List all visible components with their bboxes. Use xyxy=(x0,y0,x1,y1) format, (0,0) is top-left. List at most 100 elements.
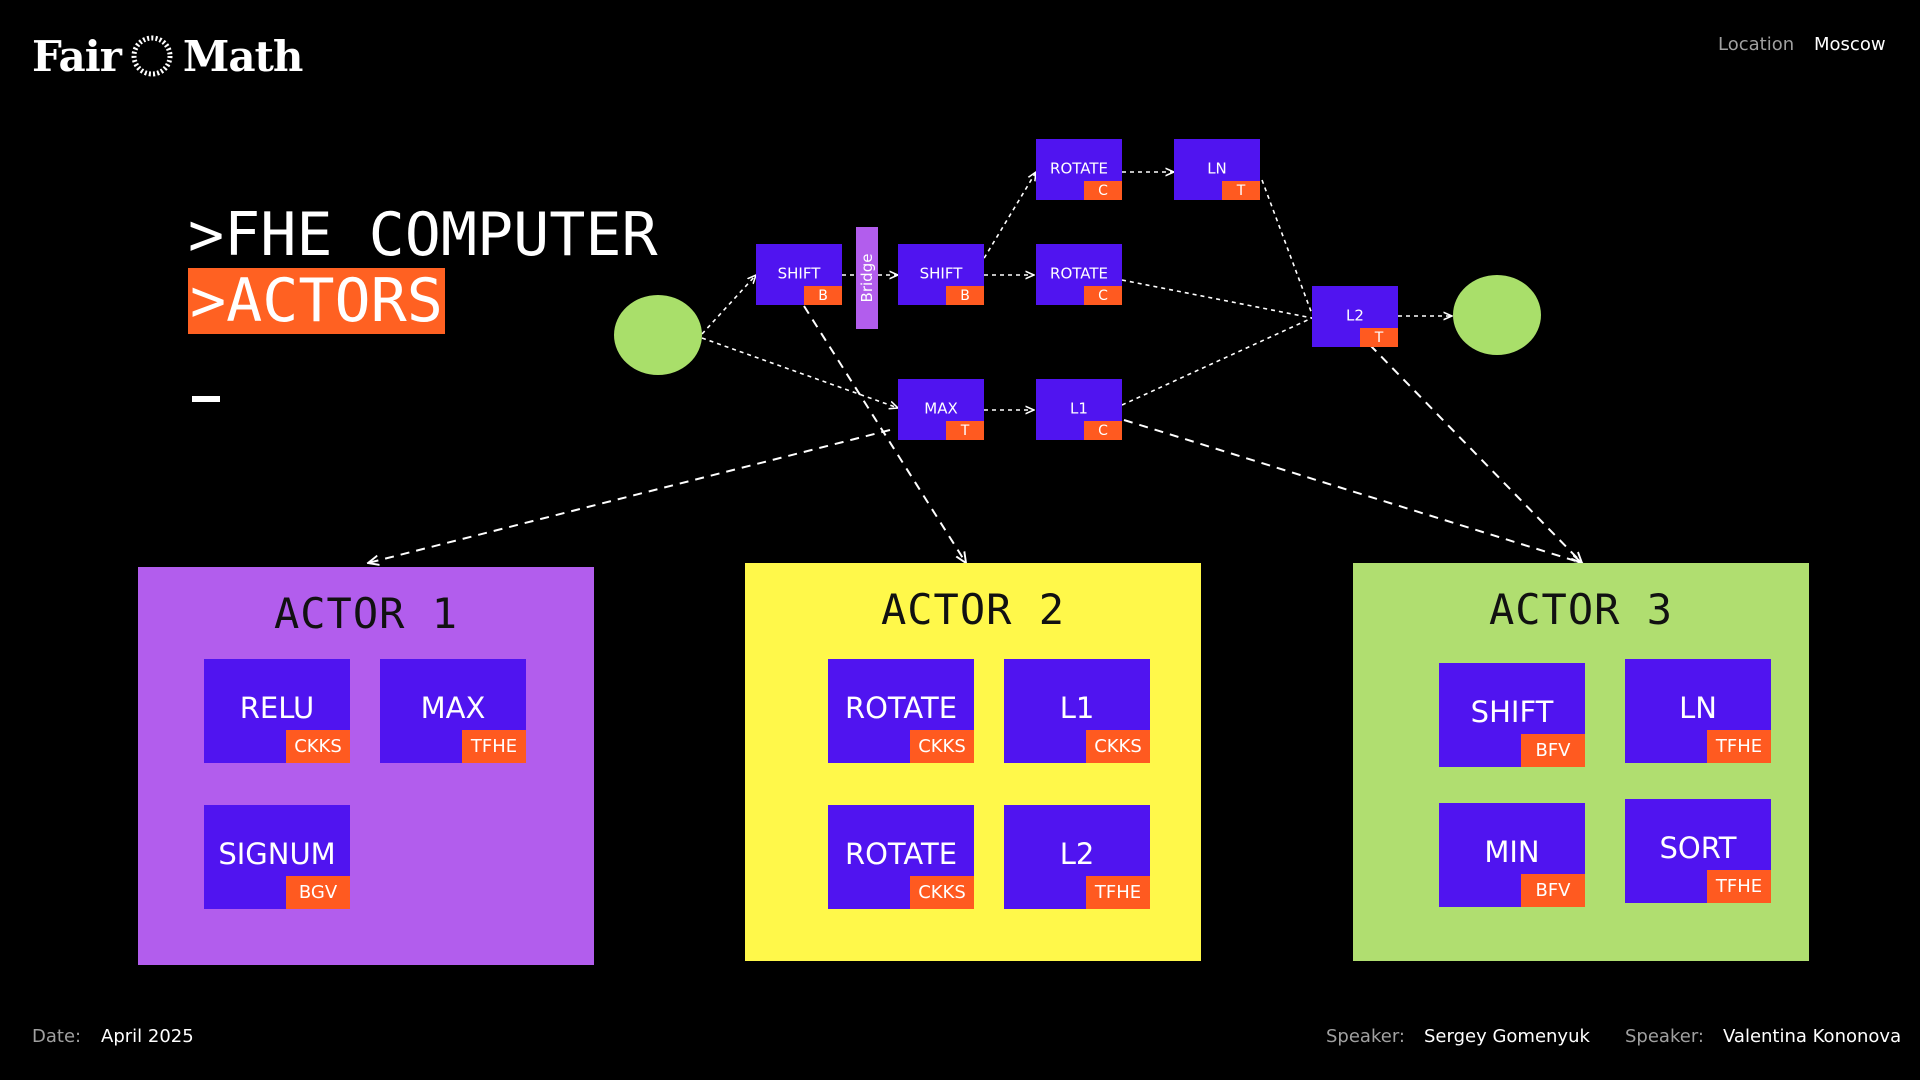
edge-to-actor1 xyxy=(368,429,891,563)
op-scheme-tag: TFHE xyxy=(1707,730,1771,763)
node-tag: C xyxy=(1098,288,1108,304)
op-scheme-tag: BFV xyxy=(1521,874,1585,907)
node-tag: T xyxy=(1236,183,1246,199)
edge-ln-l2 xyxy=(1261,179,1313,315)
n-shift1: SHIFT B xyxy=(756,244,842,305)
actor-1-title: ACTOR 1 xyxy=(273,589,458,638)
actor-1-op-relu: RELU CKKS xyxy=(204,659,350,763)
n-l1: L1C xyxy=(1036,379,1122,440)
node-label: LN xyxy=(1207,160,1227,178)
node-label: MAX xyxy=(924,400,957,418)
op-scheme-tag: BGV xyxy=(286,876,350,909)
actor-2-op-rotate-2: ROTATE CKKS xyxy=(828,805,974,909)
edge-l2-to-actor3 xyxy=(1369,344,1582,563)
actor-3-title: ACTOR 3 xyxy=(1488,585,1673,634)
op-scheme-tag: TFHE xyxy=(1707,870,1771,903)
actor-2-title: ACTOR 2 xyxy=(880,585,1065,634)
node-tag: T xyxy=(1374,330,1384,346)
location-label: Location xyxy=(1718,34,1795,55)
op-label: SORT xyxy=(1659,831,1737,865)
actor-3-op-shift: SHIFT BFV xyxy=(1439,663,1585,767)
node-tag-bg xyxy=(946,421,984,440)
actor-2-panel: ACTOR 2 ROTATE CKKS L1 CKKS ROTATE CKKS … xyxy=(745,563,1201,961)
node-label: L2 xyxy=(1346,307,1364,325)
edge-to-actor2 xyxy=(803,305,966,563)
n-ln: LN T xyxy=(1174,139,1260,200)
actor-1-panel: ACTOR 1 RELU CKKS MAX TFHE SIGNUM BGV xyxy=(138,567,594,965)
node-label: SHIFT xyxy=(778,265,822,283)
n-shift2: SHIFT B xyxy=(898,244,984,305)
speaker-1-label: Speaker: xyxy=(1326,1026,1405,1047)
node-tag: T xyxy=(960,423,970,439)
bridge-label: Bridge xyxy=(858,254,876,303)
op-label: L1 xyxy=(1059,691,1095,725)
op-scheme-tag: TFHE xyxy=(1086,876,1150,909)
slide-title-line1: >FHE COMPUTER xyxy=(188,200,658,270)
edge-input-max xyxy=(701,337,898,408)
logo-word-math: Math xyxy=(182,31,304,81)
node-label: ROTATE xyxy=(1050,265,1108,283)
actor-3-op-sort: SORT TFHE xyxy=(1625,799,1771,903)
bridge-block: Bridge xyxy=(856,227,878,329)
node-tag-bg xyxy=(946,286,984,305)
actor-1-op-signum: SIGNUM BGV xyxy=(204,805,350,909)
actor-3-op-ln: LN TFHE xyxy=(1625,659,1771,763)
op-label: ROTATE xyxy=(844,837,958,871)
speaker-1-name: Sergey Gomenyuk xyxy=(1424,1026,1590,1047)
edge-rotate-l2 xyxy=(1121,279,1313,319)
actor-3-panel: ACTOR 3 SHIFT BFV LN TFHE MIN BFV SORT T… xyxy=(1353,563,1809,961)
node-tag-bg xyxy=(1084,181,1122,200)
fairmath-logo: Fair Math xyxy=(32,28,304,84)
speaker-2-name: Valentina Kononova xyxy=(1723,1026,1902,1047)
node-label: ROTATE xyxy=(1050,160,1108,178)
edge-l1-l2 xyxy=(1121,317,1313,406)
node-tag: B xyxy=(960,288,970,304)
op-label: LN xyxy=(1679,691,1717,725)
op-scheme-tag: BFV xyxy=(1521,734,1585,767)
node-label: SHIFT xyxy=(920,265,964,283)
op-label: MAX xyxy=(420,691,486,725)
date-value: April 2025 xyxy=(101,1026,194,1047)
actor-2-op-l1: L1 CKKS xyxy=(1004,659,1150,763)
node-tag: C xyxy=(1098,183,1108,199)
node-label: L1 xyxy=(1070,400,1088,418)
node-tag-bg xyxy=(804,286,842,305)
actor-1-op-max: MAX TFHE xyxy=(380,659,526,763)
op-label: L2 xyxy=(1059,837,1095,871)
input-node xyxy=(614,295,702,375)
node-tag: C xyxy=(1098,423,1108,439)
logo-word-fair: Fair xyxy=(32,31,122,81)
edge-shift-rotate-top xyxy=(979,172,1036,266)
speaker-2-label: Speaker: xyxy=(1625,1026,1704,1047)
n-rotate-top: ROTATE C xyxy=(1036,139,1122,200)
output-node xyxy=(1453,275,1541,355)
logo-ring-icon xyxy=(131,35,173,77)
actor-3-op-min: MIN BFV xyxy=(1439,803,1585,907)
op-label: RELU xyxy=(239,691,315,725)
n-l2: L2T xyxy=(1312,286,1398,347)
edge-input-shift xyxy=(701,275,756,335)
date-label: Date: xyxy=(32,1026,82,1047)
n-rotate-mid: ROTATE C xyxy=(1036,244,1122,305)
op-label: ROTATE xyxy=(844,691,958,725)
node-tag: B xyxy=(818,288,828,304)
op-scheme-tag: CKKS xyxy=(286,730,350,763)
node-tag-bg xyxy=(1222,181,1260,200)
op-scheme-tag: CKKS xyxy=(1086,730,1150,763)
location-value: Moscow xyxy=(1814,34,1886,55)
op-scheme-tag: TFHE xyxy=(462,730,526,763)
op-scheme-tag: CKKS xyxy=(910,876,974,909)
op-scheme-tag: CKKS xyxy=(910,730,974,763)
edge-l1-to-actor3 xyxy=(1123,419,1582,563)
op-label: SHIFT xyxy=(1470,695,1554,729)
actor-2-op-rotate-1: ROTATE CKKS xyxy=(828,659,974,763)
op-label: SIGNUM xyxy=(218,837,336,871)
node-tag-bg xyxy=(1084,421,1122,440)
actor-2-op-l2: L2 TFHE xyxy=(1004,805,1150,909)
slide-title-line2: >ACTORS xyxy=(188,266,445,336)
cursor-underscore xyxy=(192,396,220,402)
op-label: MIN xyxy=(1484,835,1540,869)
